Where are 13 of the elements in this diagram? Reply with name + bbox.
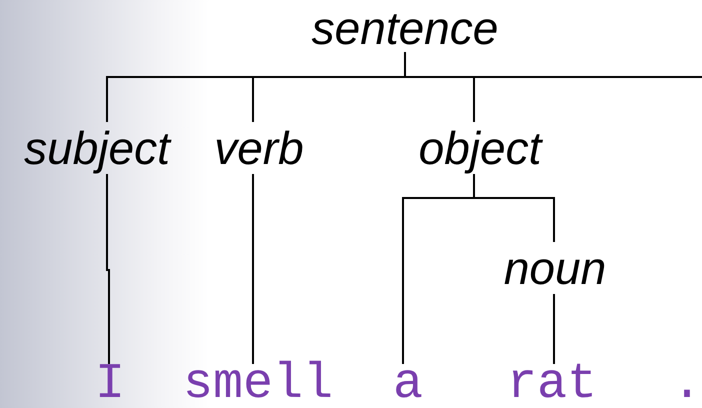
tree-branch-line — [106, 174, 110, 364]
grammar-label: object — [418, 122, 542, 174]
word: a — [393, 364, 423, 406]
grammar-label: sentence — [312, 4, 498, 52]
tree-branch-line — [473, 174, 555, 242]
grammar-label: verb — [214, 122, 304, 174]
grammar-label: noun — [504, 242, 606, 294]
word: rat — [507, 364, 597, 406]
word: I — [95, 364, 125, 406]
punctuation-mark: . — [672, 364, 702, 406]
grammar-label: subject — [24, 122, 170, 174]
tree-branch-line — [252, 174, 254, 364]
tree-branch-line — [553, 294, 555, 364]
